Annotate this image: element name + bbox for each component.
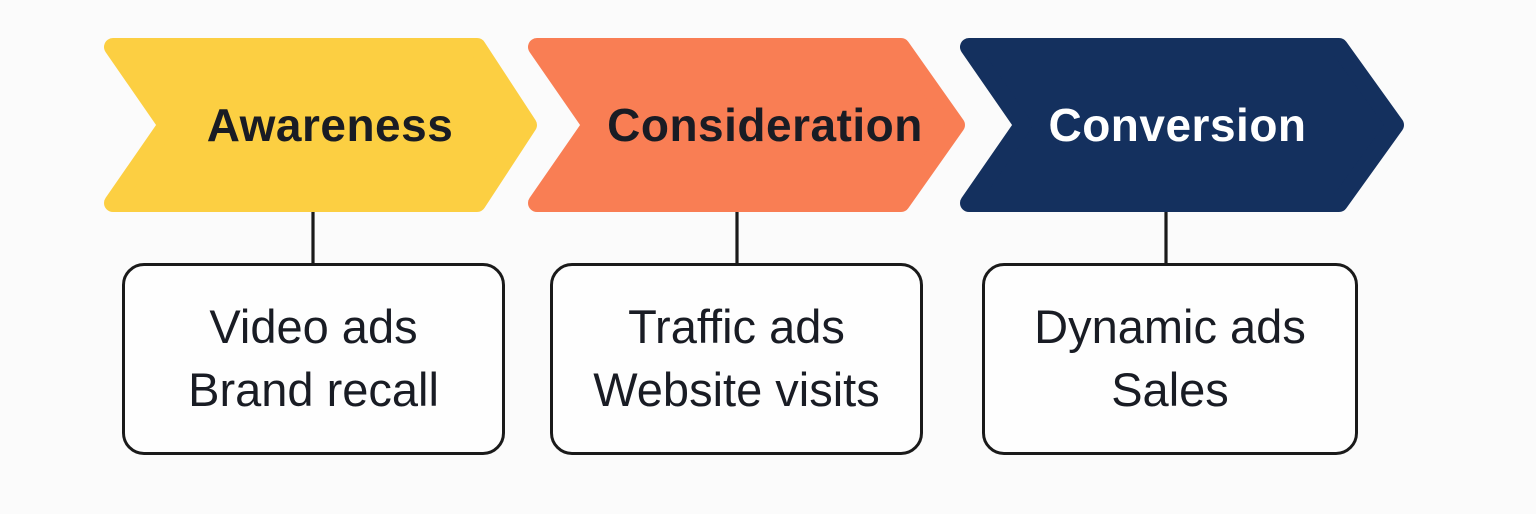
tactic-item: Dynamic ads (1034, 300, 1306, 354)
consideration-arrow-shape (528, 38, 965, 212)
tactics-box-awareness: Video ads Brand recall (122, 263, 505, 455)
tactic-item: Brand recall (188, 363, 439, 416)
tactic-item: Traffic ads (628, 300, 845, 354)
tactic-item: Website visits (593, 363, 880, 416)
tactics-box-conversion: Dynamic ads Sales (982, 263, 1358, 455)
stage-label-conversion: Conversion (1048, 99, 1307, 151)
stage-label-consideration: Consideration (607, 99, 923, 151)
stage-label-awareness: Awareness (206, 99, 454, 151)
conversion-arrow-shape (960, 38, 1404, 212)
tactic-item: Video ads (209, 300, 418, 354)
tactics-box-consideration: Traffic ads Website visits (550, 263, 923, 455)
tactic-item: Sales (1111, 363, 1229, 416)
awareness-arrow-shape (104, 38, 537, 212)
